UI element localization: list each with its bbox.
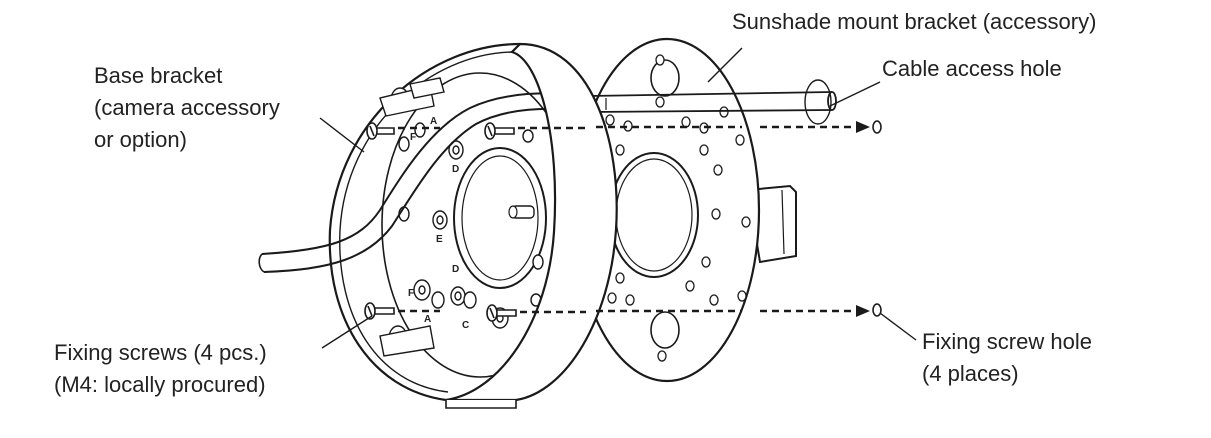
label-sunshade-mount-bracket: Sunshade mount bracket (accessory)	[732, 9, 1097, 34]
marking-a-bottom: A	[424, 314, 431, 325]
marking-letters: A F D E D F A C	[408, 116, 469, 331]
marking-d-bottom: D	[452, 264, 459, 275]
marking-a-top: A	[430, 116, 437, 127]
base-bracket	[328, 42, 579, 402]
arrow-heads	[856, 121, 870, 317]
fixing-screw-holes	[872, 120, 882, 317]
marking-f-bottom: F	[408, 288, 414, 299]
label-cable-access-hole: Cable access hole	[882, 56, 1062, 81]
label-fixing-screw-hole: Fixing screw hole (4 places)	[922, 329, 1092, 386]
label-fixing-screws: Fixing screws (4 pcs.) (M4: locally proc…	[54, 340, 267, 397]
leader-sunshade	[707, 47, 743, 83]
alignment-arrows	[398, 125, 856, 314]
label-base-bracket: Base bracket (camera accessory or option…	[94, 63, 280, 152]
cable-access-pipe	[587, 79, 837, 125]
cable	[258, 92, 591, 273]
leader-lines	[319, 47, 917, 349]
sunshade-mount-bracket	[573, 37, 797, 383]
leader-fixing-hole	[879, 312, 917, 341]
marking-e: E	[436, 234, 443, 245]
leader-base-bracket	[319, 117, 365, 153]
marking-c: C	[462, 320, 469, 331]
leader-fixing-screws	[321, 315, 373, 349]
fixing-screws	[364, 122, 517, 322]
marking-d-top: D	[452, 164, 459, 175]
marking-f-top: F	[410, 132, 416, 143]
leader-cable-hole	[829, 81, 881, 107]
